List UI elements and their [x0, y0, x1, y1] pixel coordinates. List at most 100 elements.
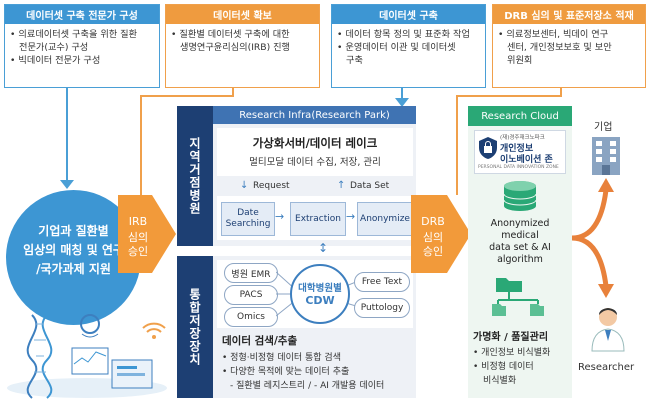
- search-item-text: 다양한 목적에 맞는 데이터 추출: [230, 367, 350, 377]
- updown-arrow-glyph: ↕: [318, 241, 329, 255]
- connector-line: [140, 95, 234, 97]
- step-anonymize: Anonymize: [357, 202, 413, 236]
- search-title: 데이터 검색/추출: [222, 335, 298, 347]
- mgmt-item-text: 비정형 데이터: [481, 362, 534, 372]
- source-pill: PACS: [224, 285, 278, 305]
- arrow-right-glyph: →: [275, 210, 285, 223]
- mgmt-item: 비식별화: [483, 376, 517, 386]
- regional-side-label: 지역거점병원: [177, 106, 213, 246]
- arrow-up-glyph: ↑: [337, 180, 346, 191]
- cdw-label: 대학병원별: [298, 283, 342, 294]
- top-box-title: 데이터셋 구축: [332, 5, 485, 24]
- search-item-text: 정형·비정형 데이터 통합 검색: [230, 353, 341, 363]
- badge-line: 이노베이션 존: [500, 155, 553, 165]
- top-box-expert: 데이터셋 구축 전문가 구성 의료데이터셋 구축을 위한 질환 전문가(교수) …: [4, 4, 160, 88]
- ai-line: Anonymized: [490, 218, 550, 229]
- source-pill: Puttology: [354, 298, 410, 318]
- connector-line: [560, 88, 562, 96]
- arrow-head: [395, 98, 409, 107]
- cdw-circle: [290, 264, 350, 324]
- drb-arrow-label: 승인: [422, 245, 444, 258]
- research-infra-header: Research Infra(Research Park): [213, 106, 416, 124]
- mgmt-item: • 개인정보 비식별화: [473, 348, 551, 358]
- irb-arrow-label: IRB: [128, 215, 148, 228]
- folder-tree-icon: [492, 278, 544, 316]
- researcher-label: Researcher: [578, 362, 635, 373]
- pill-label: 병원 EMR: [231, 269, 271, 280]
- split-arrows: [571, 178, 614, 298]
- top-box-title: 데이터셋 확보: [166, 5, 319, 24]
- arrow-head: [60, 180, 74, 189]
- irb-arrow-label: 승인: [127, 245, 149, 258]
- pill-label: Omics: [237, 312, 265, 322]
- connector-line: [232, 88, 234, 96]
- datalake-title: 가상화서버/데이터 레이크: [252, 136, 378, 150]
- connector-line: [401, 88, 403, 100]
- company-label: 기업: [594, 122, 613, 133]
- arrow-right-glyph: →: [346, 210, 356, 223]
- arrow-down-glyph: ↓: [240, 180, 249, 191]
- source-pill: Omics: [224, 307, 278, 327]
- left-circle-line: /국가과제 지원: [36, 262, 111, 276]
- ai-line: medical: [501, 230, 539, 241]
- connector-line: [66, 88, 68, 183]
- top-box-item: 센터, 개인정보보호 및 보안: [507, 42, 612, 53]
- irb-arrow: [118, 195, 176, 273]
- research-cloud-header: Research Cloud: [468, 106, 572, 126]
- shield-icon: [479, 137, 497, 159]
- top-box-title: DRB 심의 및 표준저장소 적재: [493, 5, 645, 24]
- top-box-item: 질환별 데이터셋 구축에 대한: [171, 28, 315, 41]
- top-box-item: 전문가(교수) 구성: [19, 42, 89, 53]
- left-circle-line: 기업과 질환별: [38, 224, 109, 238]
- top-box-item: 생명연구윤리심의(IRB) 진행: [180, 42, 291, 53]
- top-box-item: 데이터 항목 정의 및 표준화 작업: [337, 28, 481, 41]
- step-date-searching: Date Searching: [221, 202, 275, 236]
- search-item: • 다양한 목적에 맞는 데이터 추출: [222, 367, 350, 377]
- datalake-subtitle: 멀티모달 데이터 수집, 저장, 관리: [249, 157, 381, 168]
- top-box-secure: 데이터셋 확보 질환별 데이터셋 구축에 대한 생명연구윤리심의(IRB) 진행: [165, 4, 320, 88]
- step-extraction: Extraction: [290, 202, 346, 236]
- mgmt-title: 가명화 / 품질관리: [473, 332, 549, 343]
- ai-line: algorithm: [497, 254, 543, 265]
- top-box-build: 데이터셋 구축 데이터 항목 정의 및 표준화 작업 운영데이터 이관 및 데이…: [331, 4, 486, 88]
- dataset-label: Data Set: [350, 181, 390, 191]
- top-box-item: 의료데이터셋 구축을 위한 질환: [10, 28, 155, 41]
- step-label: Date Searching: [225, 208, 271, 229]
- top-box-title: 데이터셋 구축 전문가 구성: [5, 5, 159, 24]
- badge-small-text: (재)경주재크노파크: [500, 135, 545, 141]
- pill-label: PACS: [239, 290, 263, 300]
- mgmt-item: • 비정형 데이터: [473, 362, 534, 372]
- search-item: - 질환별 레지스트리 / - AI 개발용 데이터: [230, 381, 385, 391]
- pill-label: Puttology: [360, 303, 404, 313]
- request-label: Request: [253, 181, 290, 191]
- badge-en-text: PERSONAL DATA INNOVATION ZONE: [478, 165, 559, 170]
- connector-line: [140, 95, 142, 195]
- mgmt-item-text: 개인정보 비식별화: [481, 348, 551, 358]
- pill-label: Free Text: [361, 277, 403, 287]
- connector-line: [456, 95, 458, 195]
- drb-arrow-label: 심의: [422, 231, 444, 244]
- source-pill: Free Text: [354, 272, 410, 292]
- medical-data-illustration: [7, 314, 167, 399]
- irb-arrow-label: 심의: [127, 231, 149, 244]
- integrated-side-label: 통합저장장치: [177, 256, 213, 398]
- badge-line: 개인정보: [500, 144, 534, 154]
- ai-line: data set & AI: [489, 242, 551, 253]
- top-box-item: 위원회: [507, 55, 533, 66]
- top-box-item: 운영데이터 이관 및 데이터셋: [337, 41, 481, 54]
- connector-line: [456, 95, 562, 97]
- datalake-box: [217, 128, 413, 176]
- drb-arrow-label: DRB: [421, 215, 445, 228]
- database-icon: [503, 181, 537, 211]
- researcher-icon: [591, 308, 625, 352]
- cdw-label: CDW: [305, 294, 335, 307]
- top-box-item: 빅데이터 전문가 구성: [10, 54, 155, 67]
- building-icon: [592, 137, 620, 175]
- top-box-drb: DRB 심의 및 표준저장소 적재 의료정보센터, 빅데이 연구 센터, 개인정…: [492, 4, 646, 88]
- source-pill: 병원 EMR: [224, 263, 278, 283]
- step-label: Extraction: [295, 213, 341, 224]
- search-item: • 정형·비정형 데이터 통합 검색: [222, 353, 341, 363]
- step-label: Anonymize: [360, 213, 410, 224]
- left-circle-line: 임상의 매칭 및 연구: [23, 243, 124, 257]
- drb-arrow: [411, 195, 471, 273]
